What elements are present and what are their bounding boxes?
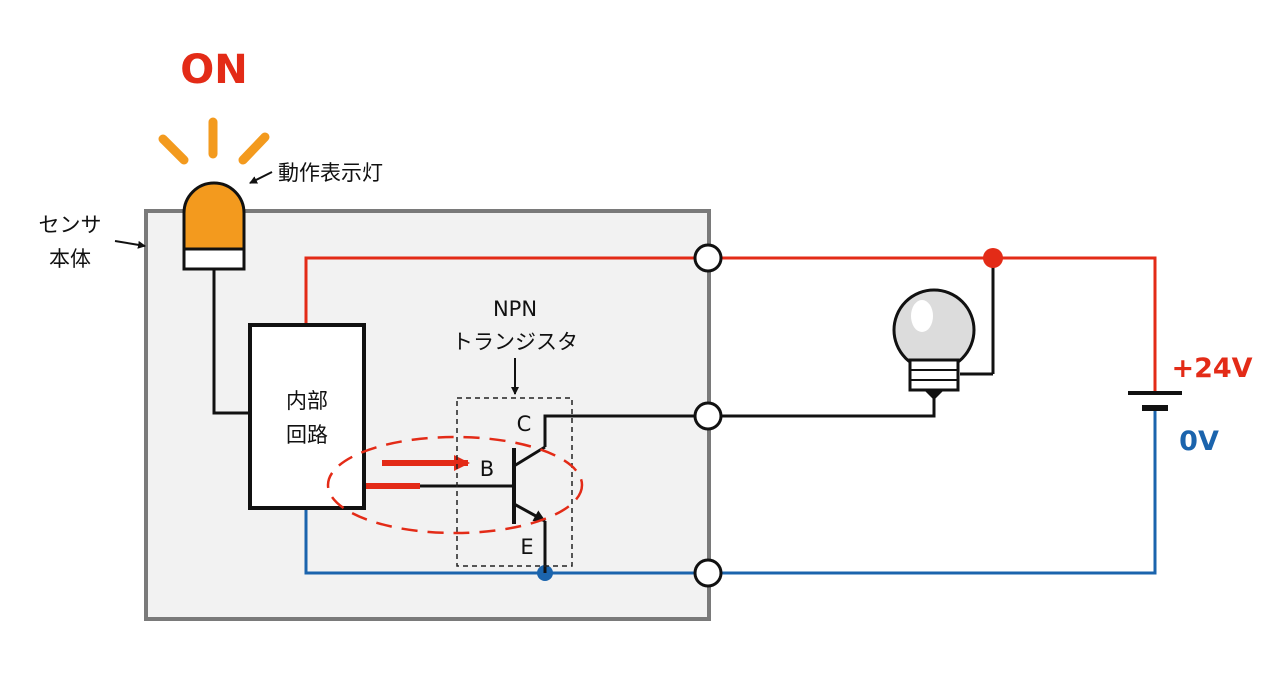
transistor-label-line2: トランジスタ: [452, 330, 578, 354]
negative-wire-external: [721, 410, 1157, 575]
transistor-pin-e: E: [520, 535, 533, 559]
indicator-pointer: [249, 171, 273, 184]
sensor-label-line1: センサ: [39, 213, 102, 237]
npn-transistor-symbol: [512, 445, 546, 524]
positive-wire-internal: [304, 256, 696, 325]
base-current-highlight: [326, 435, 584, 535]
indicator-label: 動作表示灯: [278, 161, 383, 185]
internal-circuit-line1: 内部: [286, 389, 328, 413]
voltage-positive-label: +24V: [1171, 353, 1252, 384]
terminal-positive: [693, 243, 723, 273]
internal-circuit-box: [248, 323, 366, 510]
warning-lamp-icon: [182, 181, 246, 271]
light-bulb-icon: [892, 288, 976, 400]
sensor-pointer: [114, 240, 146, 249]
positive-wire-external: [721, 256, 1157, 392]
terminal-negative: [693, 558, 723, 588]
transistor-pin-b: B: [480, 457, 494, 481]
terminal-output: [693, 401, 723, 431]
positive-junction: [983, 248, 1003, 268]
load-wire: [721, 395, 936, 418]
transistor-pin-c: C: [517, 412, 532, 436]
voltage-zero-label: 0V: [1179, 426, 1219, 457]
battery-icon: [1128, 391, 1182, 411]
transistor-label-line1: NPN: [493, 297, 537, 321]
internal-circuit-line2: 回路: [286, 423, 328, 447]
lamp-wire: [212, 269, 250, 415]
transistor-outline: [456, 397, 573, 567]
sensor-label-line2: 本体: [49, 247, 91, 271]
light-rays: [158, 117, 270, 165]
status-on-label: ON: [180, 47, 247, 93]
negative-wire-internal: [304, 508, 696, 575]
collector-wire: [543, 414, 696, 447]
